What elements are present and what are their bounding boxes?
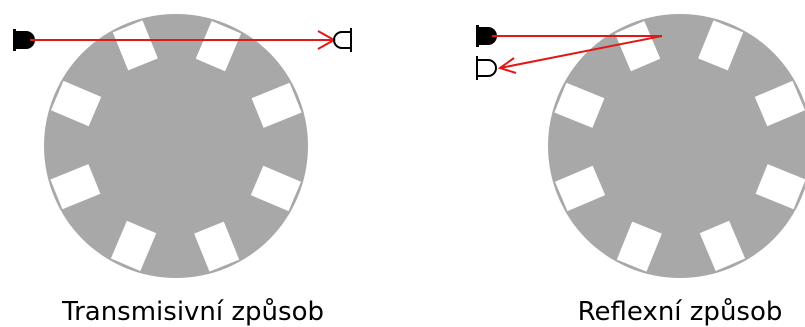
reflective-diagram: Reflexní způsob [476, 14, 805, 327]
encoder-disk-transmissive [44, 14, 308, 278]
disk-body [44, 14, 308, 278]
disk-slot [554, 82, 605, 128]
beam-arrowhead-reflective [497, 57, 517, 74]
light-detector-transmissive [333, 28, 352, 52]
transmissive-diagram: Transmisivní způsob [13, 14, 352, 327]
disk-slot [194, 221, 240, 272]
disk-slot [616, 221, 662, 272]
disk-slot [51, 80, 102, 127]
disk-slot [754, 80, 805, 127]
disk-slot [555, 165, 606, 212]
disk-slot [110, 220, 157, 271]
disk-slot [614, 21, 661, 72]
caption-reflective: Reflexní způsob [578, 297, 783, 327]
disk-slot [698, 20, 744, 71]
disk-slot [250, 165, 301, 212]
disk-slot [195, 21, 242, 72]
disk-slot [755, 164, 805, 210]
disk-slot [112, 20, 158, 71]
light-emitter-transmissive [13, 29, 35, 51]
disk-slot [50, 164, 101, 210]
light-detector-reflective [476, 56, 497, 80]
caption-transmissive: Transmisivní způsob [61, 297, 324, 327]
disk-slot [699, 220, 746, 271]
reflected-beam-reflective [499, 35, 663, 69]
disk-body [548, 14, 805, 278]
light-emitter-reflective [476, 25, 497, 47]
disk-slot [251, 82, 302, 128]
encoder-disk-reflective [548, 14, 805, 278]
